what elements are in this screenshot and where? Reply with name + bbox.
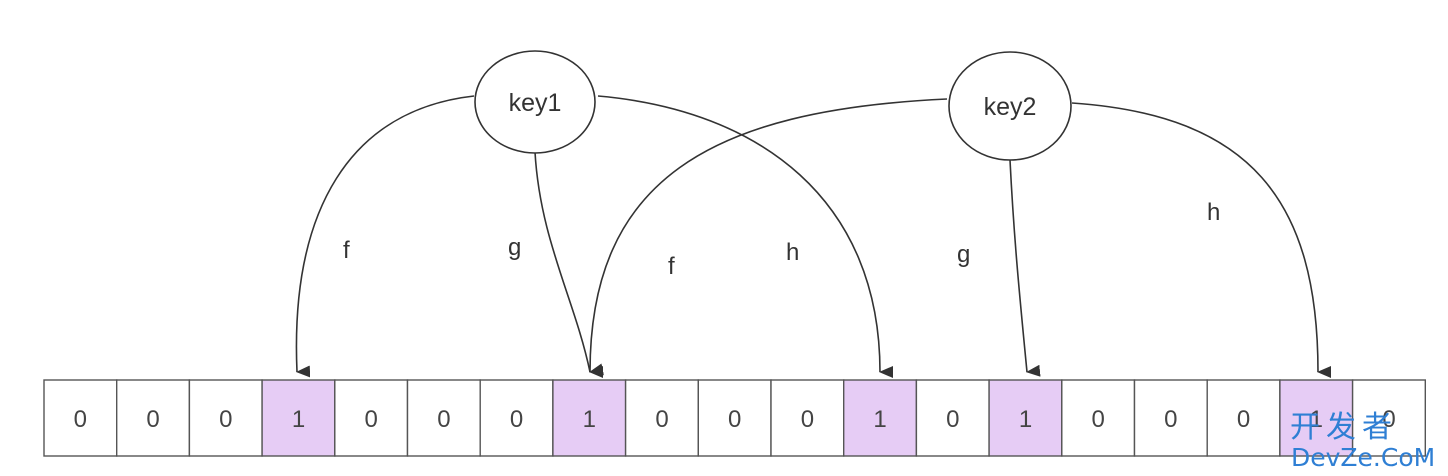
bit-value: 1 <box>292 406 305 433</box>
bit-cell-box <box>1133 379 1208 457</box>
bit-value: 0 <box>1237 406 1250 433</box>
bit-cell-box <box>1351 379 1426 457</box>
bit-value: 0 <box>437 406 450 433</box>
bit-array: 0 0 0 1 0 0 0 1 0 0 0 1 0 1 0 0 0 1 0 <box>43 379 1426 457</box>
bit-value: 0 <box>728 406 741 433</box>
bit-cell-0: 0 <box>43 379 118 457</box>
bit-cell-box <box>988 379 1063 457</box>
bit-cell-box <box>406 379 481 457</box>
edge-key1-f <box>295 95 475 378</box>
bit-cell-box <box>1279 379 1354 457</box>
bit-value: 0 <box>1092 406 1105 433</box>
edge-label-key2-f: f <box>668 253 675 280</box>
node-key2-label: key2 <box>984 93 1037 121</box>
bit-value: 0 <box>655 406 668 433</box>
node-key2: key2 <box>948 51 1072 161</box>
edge-label-key2-h: h <box>1207 199 1220 226</box>
bit-cell-box <box>115 379 191 457</box>
bit-value: 1 <box>1019 406 1032 433</box>
bit-cell-5: 0 <box>406 379 481 457</box>
bit-cell-14: 0 <box>1061 379 1136 457</box>
bit-cell-3: 1 <box>261 379 336 457</box>
bit-value: 0 <box>510 406 523 433</box>
bit-cell-box <box>1206 379 1281 457</box>
bit-cell-15: 0 <box>1133 379 1208 457</box>
node-key1: key1 <box>474 50 596 154</box>
bit-value: 1 <box>1310 406 1323 433</box>
node-key1-label: key1 <box>509 89 562 117</box>
bit-cell-box <box>479 379 554 457</box>
edge-key1-h <box>597 95 894 378</box>
bit-cell-box <box>552 379 627 457</box>
bit-value: 0 <box>946 406 959 433</box>
watermark-line1: 开发者 <box>1290 410 1398 445</box>
edge-label-key1-f: f <box>343 237 350 264</box>
edge-label-key1-h: h <box>786 239 799 266</box>
bit-cell-16: 0 <box>1206 379 1281 457</box>
bit-cell-box <box>697 379 772 457</box>
edge-key2-g <box>1009 159 1041 377</box>
bit-value: 0 <box>1164 406 1177 433</box>
watermark-line2: DevZe.CoM <box>1291 443 1435 472</box>
bit-value: 1 <box>873 406 886 433</box>
bit-cell-box <box>843 379 918 457</box>
bit-cell-17: 1 <box>1279 379 1354 457</box>
bit-cell-box <box>188 379 263 457</box>
edge-key2-h <box>1071 102 1332 378</box>
bit-cell-2: 0 <box>188 379 263 457</box>
watermark-logo: 开发者 DevZe.CoM <box>1290 410 1435 472</box>
bit-cell-box <box>915 379 990 457</box>
bit-value: 0 <box>365 406 378 433</box>
edge-label-key1-g: g <box>508 234 521 261</box>
bit-cell-box <box>334 379 409 457</box>
bit-value: 0 <box>146 406 159 433</box>
bit-value: 0 <box>1382 406 1395 433</box>
bit-value: 0 <box>74 406 87 433</box>
bit-cell-18: 0 <box>1351 379 1426 457</box>
bit-value: 0 <box>801 406 814 433</box>
bit-cell-6: 0 <box>479 379 554 457</box>
edge-label-key2-g: g <box>957 241 970 268</box>
edge-key2-f <box>589 98 948 379</box>
bit-cell-11: 1 <box>843 379 918 457</box>
bit-cell-12: 0 <box>915 379 990 457</box>
bit-cell-1: 0 <box>115 379 191 457</box>
bit-cell-box <box>624 379 699 457</box>
bit-cell-8: 0 <box>624 379 699 457</box>
edge-key1-g <box>534 151 604 376</box>
bit-cell-13: 1 <box>988 379 1063 457</box>
bit-cell-9: 0 <box>697 379 772 457</box>
bit-value: 0 <box>219 406 232 433</box>
bit-value: 1 <box>583 406 596 433</box>
bit-cell-10: 0 <box>770 379 845 457</box>
bit-cell-4: 0 <box>334 379 409 457</box>
bit-cell-7: 1 <box>552 379 627 457</box>
bit-cell-box <box>43 379 118 457</box>
